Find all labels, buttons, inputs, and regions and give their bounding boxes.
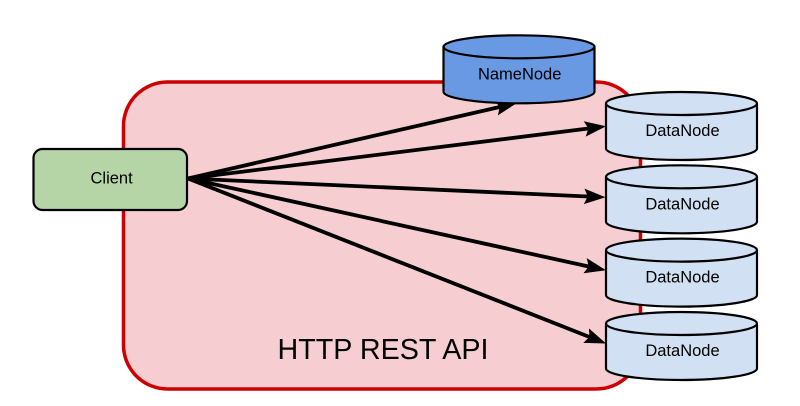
- svg-text:HTTP REST API: HTTP REST API: [278, 334, 489, 366]
- svg-text:DataNode: DataNode: [645, 342, 719, 360]
- svg-text:DataNode: DataNode: [645, 122, 719, 140]
- svg-text:NameNode: NameNode: [478, 65, 561, 83]
- svg-text:DataNode: DataNode: [645, 269, 719, 287]
- svg-text:Client: Client: [91, 170, 134, 188]
- svg-text:DataNode: DataNode: [645, 195, 719, 213]
